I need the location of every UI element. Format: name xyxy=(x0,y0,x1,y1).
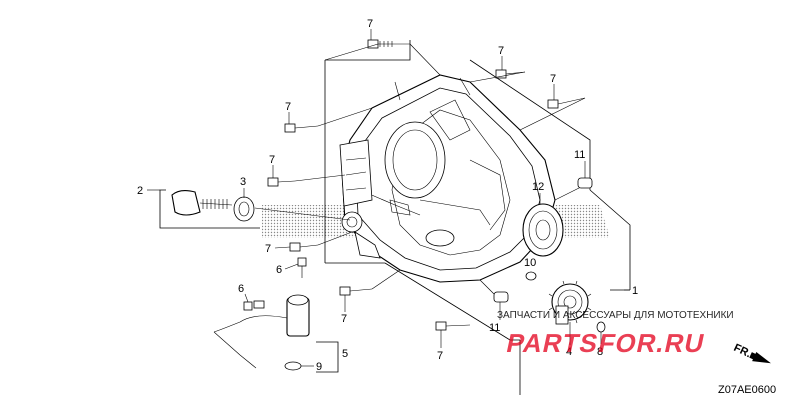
small-bolt-left xyxy=(297,257,307,278)
assembly-frame xyxy=(324,40,631,395)
diagram-code: Z07AE0600 xyxy=(718,384,776,396)
dipstick-group xyxy=(159,189,260,229)
watermark-brand-left: PARTS xyxy=(504,328,601,358)
callout-11-right: 11 xyxy=(574,149,585,161)
callout-7-left-middle: 7 xyxy=(269,154,275,166)
bolt-left-middle xyxy=(267,177,296,187)
callout-5: 5 xyxy=(342,348,348,360)
front-direction-arrow: FR. xyxy=(732,342,771,364)
callout-6-lower: 6 xyxy=(238,283,244,295)
bolt-bottom xyxy=(339,286,373,296)
small-bolt-lower xyxy=(243,301,253,311)
bolt-bottom-low xyxy=(435,321,471,331)
dowel-pin-right xyxy=(577,177,593,189)
callout-6-upper: 6 xyxy=(276,264,282,276)
callout-9: 9 xyxy=(316,361,322,373)
callout-7-bottom: 7 xyxy=(341,313,347,325)
callout-7-left-lower: 7 xyxy=(265,243,271,255)
flange-bolts xyxy=(267,39,586,331)
governor-gear xyxy=(548,280,592,325)
callout-10: 10 xyxy=(524,257,536,269)
watermark-brand-right: FOR.RU xyxy=(596,328,708,358)
callout-1: 1 xyxy=(632,285,638,297)
callout-7-upper-right: 7 xyxy=(498,45,504,57)
dowel-pin-bottom xyxy=(493,291,509,303)
callout-3: 3 xyxy=(240,176,246,188)
callout-7-bottom-low: 7 xyxy=(437,350,443,362)
callout-12: 12 xyxy=(532,181,544,193)
callout-8: 8 xyxy=(597,346,603,358)
bolt-left-lower xyxy=(289,242,319,252)
bearing xyxy=(522,203,564,257)
callout-7-top: 7 xyxy=(367,18,373,30)
bolt-right xyxy=(547,97,586,109)
bolt-left-upper xyxy=(284,123,319,133)
bolt-top xyxy=(367,39,410,49)
watermark: ЗАПЧАСТИ И АКСЕССУАРЫ ДЛЯ МОТОТЕХНИКИ PA… xyxy=(497,310,734,358)
callout-4: 4 xyxy=(566,346,572,358)
callout-7-left-upper: 7 xyxy=(285,101,291,113)
bolt-upper-right xyxy=(495,69,526,79)
callout-2: 2 xyxy=(137,185,143,197)
crankcase-cover xyxy=(339,74,556,283)
washer xyxy=(525,271,537,281)
callout-labels: 1 2 3 4 5 6 6 7 7 7 7 7 7 7 7 8 9 10 11 xyxy=(137,18,638,373)
callout-7-right: 7 xyxy=(550,73,556,85)
watermark-subtitle: ЗАПЧАСТИ И АКСЕССУАРЫ ДЛЯ МОТОТЕХНИКИ xyxy=(497,310,734,321)
callout-11-bottom: 11 xyxy=(489,322,500,334)
oil-level-switch xyxy=(213,294,339,373)
